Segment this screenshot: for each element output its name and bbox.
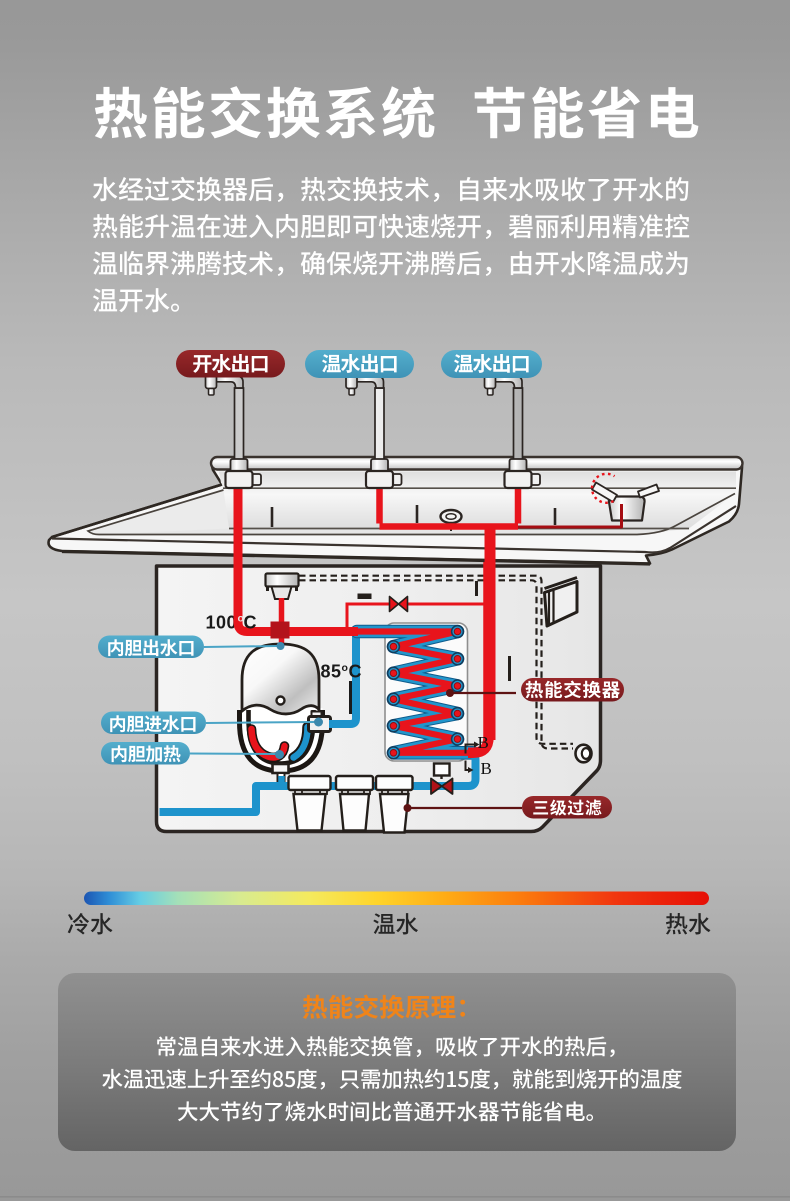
svg-text:C: C — [244, 613, 257, 633]
svg-text:B: B — [481, 759, 492, 778]
svg-text:o: o — [238, 613, 244, 625]
svg-text:85oC: 85oC — [321, 662, 362, 682]
svg-text:100: 100 — [206, 613, 238, 633]
svg-text:B: B — [478, 733, 489, 752]
